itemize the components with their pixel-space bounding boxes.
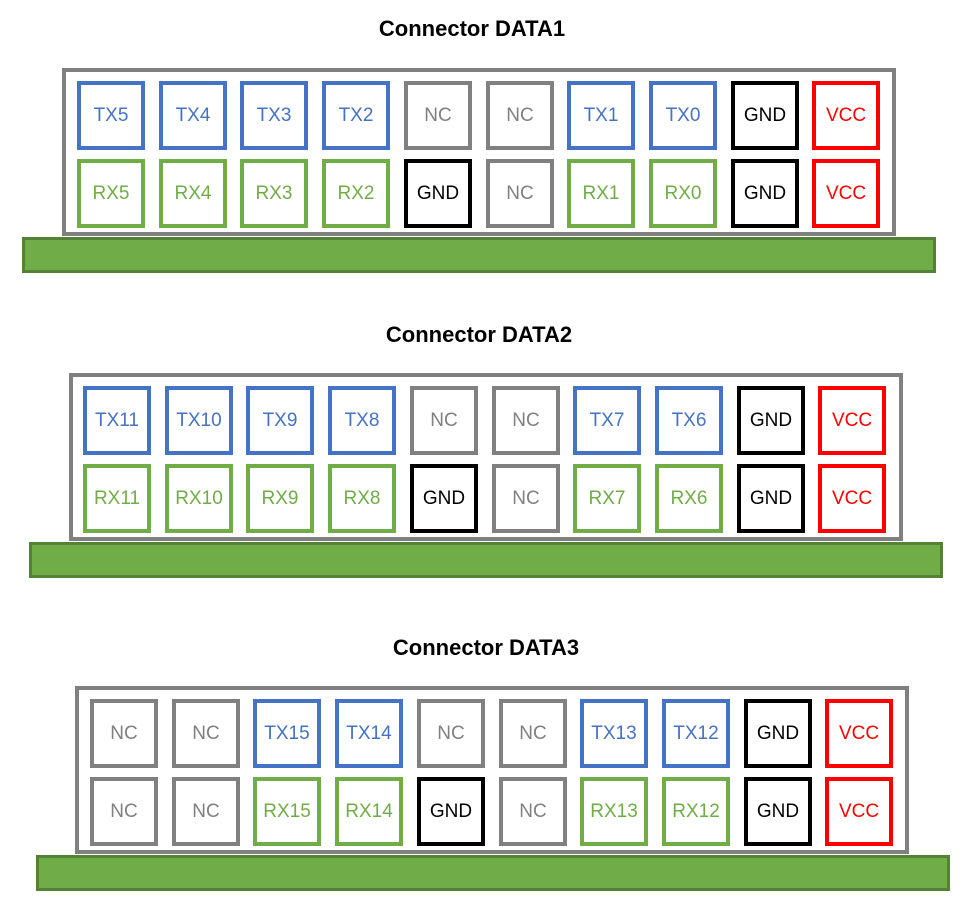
connector-title: Connector DATA1 bbox=[378, 16, 566, 41]
connector-title: Connector DATA3 bbox=[392, 635, 580, 660]
pin-rx11: RX11 bbox=[83, 464, 151, 533]
pin-nc: NC bbox=[417, 699, 485, 768]
pin-tx10: TX10 bbox=[165, 386, 233, 455]
pin-rx0: RX0 bbox=[649, 159, 717, 228]
pin-tx13: TX13 bbox=[580, 699, 648, 768]
pin-tx12: TX12 bbox=[662, 699, 730, 768]
pin-rx2: RX2 bbox=[322, 159, 390, 228]
pin-rx12: RX12 bbox=[662, 777, 730, 846]
pin-vcc: VCC bbox=[818, 464, 886, 533]
pin-vcc: VCC bbox=[812, 81, 880, 150]
pin-tx7: TX7 bbox=[573, 386, 641, 455]
pin-nc: NC bbox=[410, 386, 478, 455]
pin-rx9: RX9 bbox=[246, 464, 314, 533]
pin-vcc: VCC bbox=[818, 386, 886, 455]
pin-gnd: GND bbox=[744, 699, 812, 768]
pin-tx6: TX6 bbox=[655, 386, 723, 455]
pin-nc: NC bbox=[486, 81, 554, 150]
pin-tx5: TX5 bbox=[77, 81, 145, 150]
pin-tx3: TX3 bbox=[240, 81, 308, 150]
pin-gnd: GND bbox=[737, 386, 805, 455]
pin-tx14: TX14 bbox=[335, 699, 403, 768]
pin-tx4: TX4 bbox=[159, 81, 227, 150]
pin-tx1: TX1 bbox=[567, 81, 635, 150]
pin-tx8: TX8 bbox=[328, 386, 396, 455]
pin-tx11: TX11 bbox=[83, 386, 151, 455]
pin-gnd: GND bbox=[744, 777, 812, 846]
pin-gnd: GND bbox=[737, 464, 805, 533]
pin-gnd: GND bbox=[417, 777, 485, 846]
pin-nc: NC bbox=[499, 777, 567, 846]
pin-rx5: RX5 bbox=[77, 159, 145, 228]
pin-rx8: RX8 bbox=[328, 464, 396, 533]
pin-vcc: VCC bbox=[812, 159, 880, 228]
pin-vcc: VCC bbox=[825, 777, 893, 846]
connector-title: Connector DATA2 bbox=[385, 322, 573, 347]
pin-rx4: RX4 bbox=[159, 159, 227, 228]
pin-rx15: RX15 bbox=[253, 777, 321, 846]
pin-tx2: TX2 bbox=[322, 81, 390, 150]
pin-nc: NC bbox=[499, 699, 567, 768]
pin-nc: NC bbox=[90, 699, 158, 768]
pcb-board bbox=[22, 237, 936, 273]
pin-nc: NC bbox=[172, 777, 240, 846]
pin-rx6: RX6 bbox=[655, 464, 723, 533]
pin-nc: NC bbox=[492, 464, 560, 533]
pin-tx0: TX0 bbox=[649, 81, 717, 150]
pin-rx13: RX13 bbox=[580, 777, 648, 846]
pin-nc: NC bbox=[492, 386, 560, 455]
pin-rx10: RX10 bbox=[165, 464, 233, 533]
pin-nc: NC bbox=[172, 699, 240, 768]
pcb-board bbox=[29, 542, 943, 578]
pin-tx15: TX15 bbox=[253, 699, 321, 768]
pin-nc: NC bbox=[486, 159, 554, 228]
pin-gnd: GND bbox=[731, 159, 799, 228]
pin-tx9: TX9 bbox=[246, 386, 314, 455]
pin-nc: NC bbox=[404, 81, 472, 150]
pin-vcc: VCC bbox=[825, 699, 893, 768]
pin-rx14: RX14 bbox=[335, 777, 403, 846]
pin-gnd: GND bbox=[404, 159, 472, 228]
pin-rx3: RX3 bbox=[240, 159, 308, 228]
pin-rx7: RX7 bbox=[573, 464, 641, 533]
pin-rx1: RX1 bbox=[567, 159, 635, 228]
pin-gnd: GND bbox=[410, 464, 478, 533]
pin-nc: NC bbox=[90, 777, 158, 846]
pin-gnd: GND bbox=[731, 81, 799, 150]
pcb-board bbox=[36, 855, 950, 891]
